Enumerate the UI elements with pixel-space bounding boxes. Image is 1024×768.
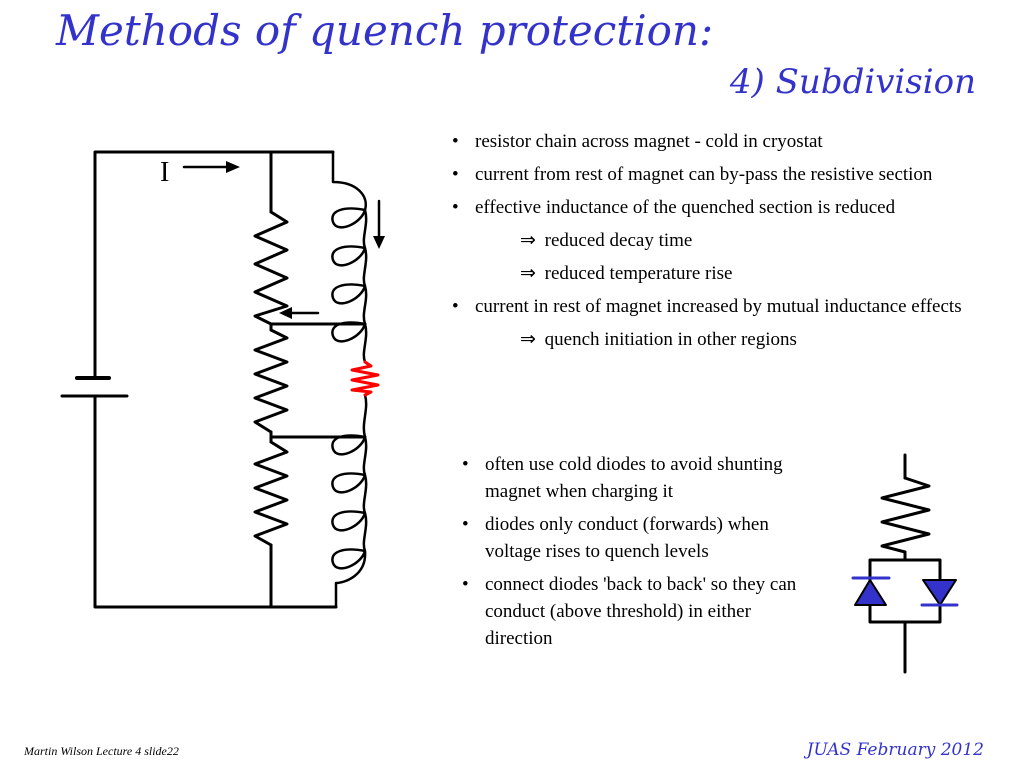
diode-series-resistor	[880, 476, 931, 554]
diode-right	[922, 579, 957, 606]
resistor-2	[253, 328, 289, 434]
subpoint-quench-initiation: ⇒ quench initiation in other regions	[520, 329, 797, 350]
bullet-back-to-back: connect diodes 'back to back' so they ca…	[462, 571, 822, 652]
bullet-current-bypass: current from rest of magnet can by-pass …	[452, 161, 982, 188]
resistor-1	[253, 210, 289, 326]
bullet-mutual-inductance: current in rest of magnet increased by m…	[452, 293, 982, 320]
subdivision-circuit-diagram	[60, 150, 385, 609]
coil-current-arrow-head	[373, 236, 385, 249]
slide-title: Methods of quench protection:	[56, 6, 714, 55]
quench-resistor	[350, 360, 380, 397]
bullet-resistor-chain: resistor chain across magnet - cold in c…	[452, 128, 982, 155]
magnet-coil	[331, 150, 368, 609]
bullet-cold-diodes: often use cold diodes to avoid shunting …	[462, 451, 822, 505]
current-arrow-head	[226, 161, 240, 173]
footer-event: JUAS February 2012	[806, 740, 984, 760]
circuit-outer-wire	[93, 150, 338, 609]
bullet-effective-inductance: effective inductance of the quenched sec…	[452, 194, 982, 221]
current-label: I	[160, 157, 169, 188]
diode-network-wire	[868, 550, 942, 674]
subpoint-temperature-rise: ⇒ reduced temperature rise	[520, 263, 733, 284]
coil-loop-extra	[331, 321, 367, 456]
diode-bullet-list: often use cold diodes to avoid shunting …	[462, 451, 822, 658]
resistor-3	[253, 440, 289, 547]
footer-author: Martin Wilson Lecture 4 slide22	[24, 744, 179, 758]
bypass-arrow-head	[279, 307, 292, 319]
subpoint-decay-time: ⇒ reduced decay time	[520, 230, 693, 251]
slide-subtitle: 4) Subdivision	[729, 62, 976, 102]
back-to-back-diodes-diagram	[851, 453, 959, 674]
diode-left	[854, 579, 887, 606]
main-bullet-list: resistor chain across magnet - cold in c…	[452, 128, 982, 359]
bullet-diode-conduction: diodes only conduct (forwards) when volt…	[462, 511, 822, 565]
